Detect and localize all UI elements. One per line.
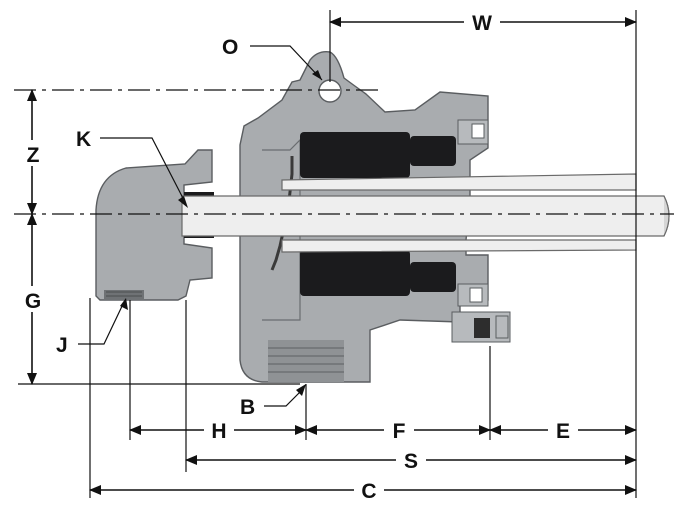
elbow-fitting: [95, 149, 213, 301]
clamp-screws: [451, 119, 511, 343]
leader-O: [250, 45, 323, 81]
elbow-thread: [104, 290, 144, 300]
bottom-thread: [268, 340, 344, 382]
label-F: F: [393, 420, 406, 443]
label-G: G: [25, 290, 41, 313]
label-J: J: [56, 334, 68, 357]
leader-B: [264, 387, 305, 407]
label-H: H: [211, 420, 226, 443]
label-B: B: [240, 396, 255, 419]
label-Z: Z: [27, 144, 40, 167]
label-O: O: [222, 36, 238, 59]
label-K: K: [76, 128, 91, 151]
lifting-eye: [318, 79, 342, 103]
label-S: S: [404, 450, 418, 473]
label-C: C: [361, 480, 376, 503]
label-W: W: [472, 12, 492, 35]
label-E: E: [556, 420, 570, 443]
leader-K: [100, 137, 187, 205]
leader-J: [78, 301, 125, 345]
extension-lines: [18, 10, 637, 498]
rotating-tube: [181, 173, 670, 253]
